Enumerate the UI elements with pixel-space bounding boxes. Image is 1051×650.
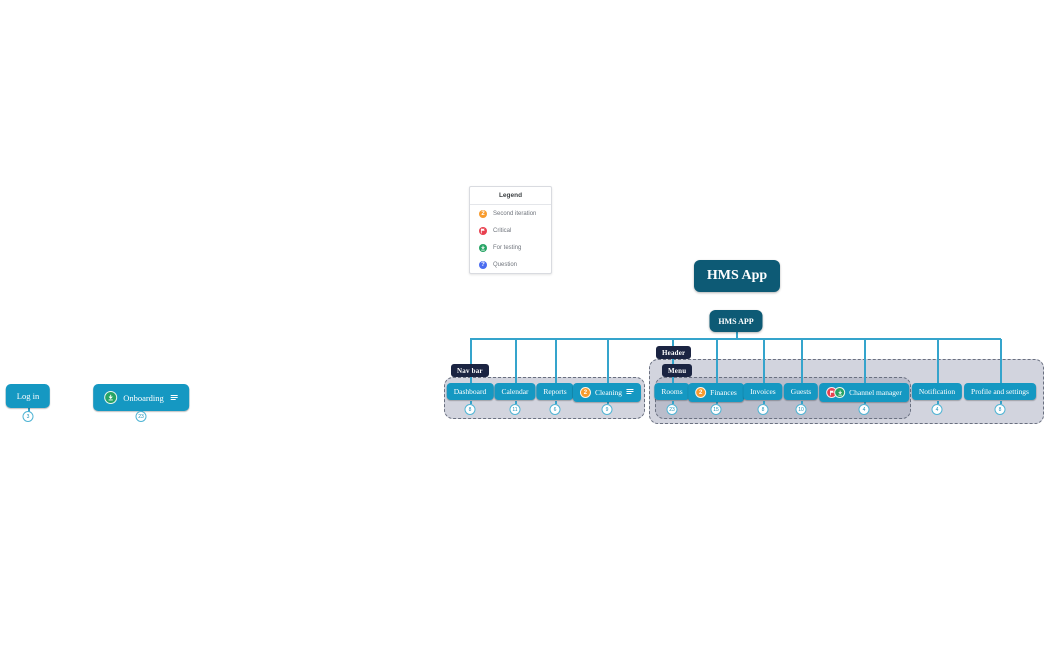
node-invoices[interactable]: Invoices — [743, 383, 783, 400]
connector-line — [470, 338, 1001, 340]
connector-line — [672, 339, 674, 383]
second-iteration-icon: 2 — [695, 387, 707, 398]
node-calendar[interactable]: Calendar — [494, 383, 536, 400]
node-label: Channel manager — [849, 388, 902, 397]
node-label: Reports — [543, 387, 567, 396]
badge-stub — [716, 401, 718, 404]
profile-settings-count-badge[interactable]: 8 — [994, 404, 1006, 415]
badge-stub — [555, 401, 557, 404]
badge-stub — [672, 401, 674, 404]
node-log-in[interactable]: Log in — [5, 384, 51, 408]
notes-icon — [170, 393, 178, 403]
legend-item-label: Critical — [493, 227, 512, 234]
reports-count-badge[interactable]: 6 — [549, 404, 561, 415]
connector-line — [470, 339, 472, 383]
cleaning-count-badge[interactable]: 9 — [601, 404, 613, 415]
for-testing-icon — [834, 387, 846, 398]
header-tag[interactable]: Header — [656, 346, 692, 359]
connector-line — [864, 339, 866, 383]
question-icon: ? — [479, 260, 487, 269]
node-label: Calendar — [501, 387, 529, 396]
guests-count-badge[interactable]: 10 — [795, 404, 807, 415]
badge-stub — [28, 408, 30, 412]
node-label: Invoices — [750, 387, 776, 396]
invoices-count-badge[interactable]: 8 — [757, 404, 769, 415]
node-rooms[interactable]: Rooms — [654, 383, 690, 400]
node-reports[interactable]: Reports — [536, 383, 574, 400]
node-channel-manager[interactable]: Channel manager — [819, 383, 909, 402]
connector-line — [716, 339, 718, 383]
node-onboarding[interactable]: Onboarding — [93, 384, 189, 411]
legend-item-label: Question — [493, 261, 518, 268]
connector-line — [937, 339, 939, 383]
for-testing-icon — [479, 243, 487, 252]
nav-bar-tag[interactable]: Nav bar — [451, 364, 489, 377]
node-label: Rooms — [661, 387, 683, 396]
notes-icon — [626, 388, 634, 397]
badge-stub — [607, 401, 609, 404]
node-label: Guests — [790, 387, 812, 396]
node-label: Cleaning — [594, 388, 623, 397]
connector-line — [763, 339, 765, 383]
channel-manager-count-badge[interactable]: 4 — [858, 404, 870, 415]
connector-line — [801, 339, 803, 383]
legend-item: For testing — [470, 239, 551, 256]
node-label: Notification — [918, 387, 956, 396]
badge-stub — [937, 401, 939, 404]
legend-item: 2 Second iteration — [470, 205, 551, 222]
node-guests[interactable]: Guests — [783, 383, 819, 400]
connector-line — [607, 339, 609, 383]
node-label: Finances — [710, 388, 737, 397]
onboarding-count-badge[interactable]: 23 — [135, 411, 147, 422]
hms-app-title-box[interactable]: HMS App — [694, 260, 780, 292]
calendar-count-badge[interactable]: 11 — [509, 404, 521, 415]
connector-line — [1000, 339, 1002, 383]
connector-line — [515, 339, 517, 383]
badge-stub — [763, 401, 765, 404]
legend-item-label: For testing — [493, 244, 522, 251]
node-label: Onboarding — [123, 392, 164, 403]
node-label: Log in — [16, 391, 40, 401]
badge-stub — [864, 401, 866, 404]
legend-card[interactable]: Legend 2 Second iteration Critical For t… — [469, 186, 552, 274]
node-notification[interactable]: Notification — [911, 383, 963, 400]
badge-stub — [1000, 401, 1002, 404]
legend-item: ? Question — [470, 256, 551, 273]
node-cleaning[interactable]: 2 Cleaning — [572, 383, 642, 402]
node-label: Profile and settings — [971, 387, 1029, 396]
legend-title: Legend — [470, 187, 551, 205]
hms-app-root-node[interactable]: HMS APP — [709, 310, 763, 332]
rooms-count-badge[interactable]: 23 — [666, 404, 678, 415]
finances-count-badge[interactable]: 15 — [710, 404, 722, 415]
node-dashboard[interactable]: Dashboard — [446, 383, 494, 400]
node-label: Dashboard — [453, 387, 487, 396]
connector-line — [736, 332, 738, 338]
badge-stub — [801, 401, 803, 404]
critical-flag-icon — [479, 226, 487, 235]
login-count-badge[interactable]: 3 — [22, 411, 34, 422]
second-iteration-icon: 2 — [479, 209, 487, 218]
node-finances[interactable]: 2 Finances — [688, 383, 744, 402]
node-profile-and-settings[interactable]: Profile and settings — [964, 383, 1036, 400]
second-iteration-icon: 2 — [579, 387, 591, 398]
badge-stub — [515, 401, 517, 404]
legend-item-label: Second iteration — [493, 210, 537, 217]
menu-tag[interactable]: Menu — [662, 364, 693, 377]
dashboard-count-badge[interactable]: 8 — [464, 404, 476, 415]
badge-stub — [470, 401, 472, 404]
for-testing-icon — [104, 391, 118, 404]
notification-count-badge[interactable]: 4 — [931, 404, 943, 415]
connector-line — [555, 339, 557, 383]
legend-item: Critical — [470, 222, 551, 239]
